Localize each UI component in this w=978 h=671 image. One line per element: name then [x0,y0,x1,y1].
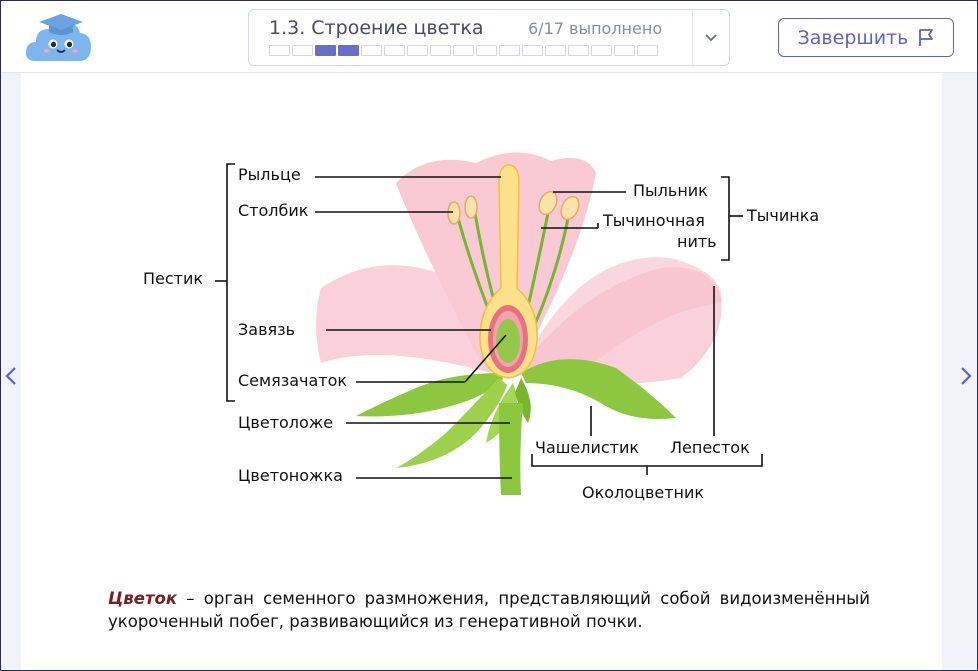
definition-term: Цветок [108,588,178,608]
progress-segment [637,45,658,56]
progress-text: 6/17 выполнено [528,19,663,38]
lesson-content: Рыльце Столбик Пестик Завязь Семязачаток… [21,73,942,670]
progress-segment [476,45,497,56]
label-pedicel: Цветоножка [238,466,343,485]
progress-segment [384,45,405,56]
chevron-left-icon [5,367,16,385]
label-ovary: Завязь [238,320,295,339]
pistil [479,164,538,379]
progress-segment [315,45,336,56]
label-stigma: Рыльце [238,165,301,184]
progress-segment [407,45,428,56]
definition-text: Цветок – орган семенного размножения, пр… [108,587,870,633]
lesson-title: 1.3. Строение цветка [269,17,484,39]
progress-bar [269,45,658,56]
progress-segment [430,45,451,56]
header: 1.3. Строение цветка 6/17 выполнено Заве… [1,1,977,73]
flag-icon [919,28,934,46]
label-receptacle: Цветоложе [238,413,333,432]
label-filament-line2: нить [677,232,717,251]
label-style: Столбик [238,201,309,220]
label-stamen: Тычинка [746,206,819,225]
progress-segment [568,45,589,56]
chevron-down-icon [705,34,717,42]
diagram-labels: Рыльце Столбик Пестик Завязь Семязачаток… [143,165,819,502]
anthers [447,190,580,225]
lesson-progress-selector[interactable]: 1.3. Строение цветка 6/17 выполнено [248,9,730,66]
label-sepal: Чашелистик [535,438,639,457]
progress-segment [269,45,290,56]
prev-arrow-button[interactable] [3,362,19,390]
definition-body: – орган семенного размножения, представл… [108,588,870,631]
progress-segment [545,45,566,56]
next-arrow-button[interactable] [958,362,974,390]
progress-segment [591,45,612,56]
chevron-right-icon [961,367,972,385]
progress-segment [614,45,635,56]
leader-lines [215,163,763,479]
flower-structure-diagram: Рыльце Столбик Пестик Завязь Семязачаток… [143,152,819,502]
finish-button-label: Завершить [797,26,909,49]
progress-segment [453,45,474,56]
stem [499,403,523,495]
progress-segment [522,45,543,56]
label-petal: Лепесток [670,438,750,457]
label-pistil: Пестик [143,269,203,288]
progress-segment [361,45,382,56]
progress-segment [292,45,313,56]
progress-segment [499,45,520,56]
finish-button[interactable]: Завершить [778,18,954,57]
lesson-dropdown-button[interactable] [692,10,729,65]
label-perianth: Околоцветник [582,483,704,502]
sepals [356,359,676,468]
label-ovule: Семязачаток [238,371,347,390]
cloud-logo-icon[interactable] [25,11,93,63]
progress-segment [338,45,359,56]
label-anther: Пыльник [633,181,708,200]
label-filament-line1: Тычиночная [602,211,705,230]
